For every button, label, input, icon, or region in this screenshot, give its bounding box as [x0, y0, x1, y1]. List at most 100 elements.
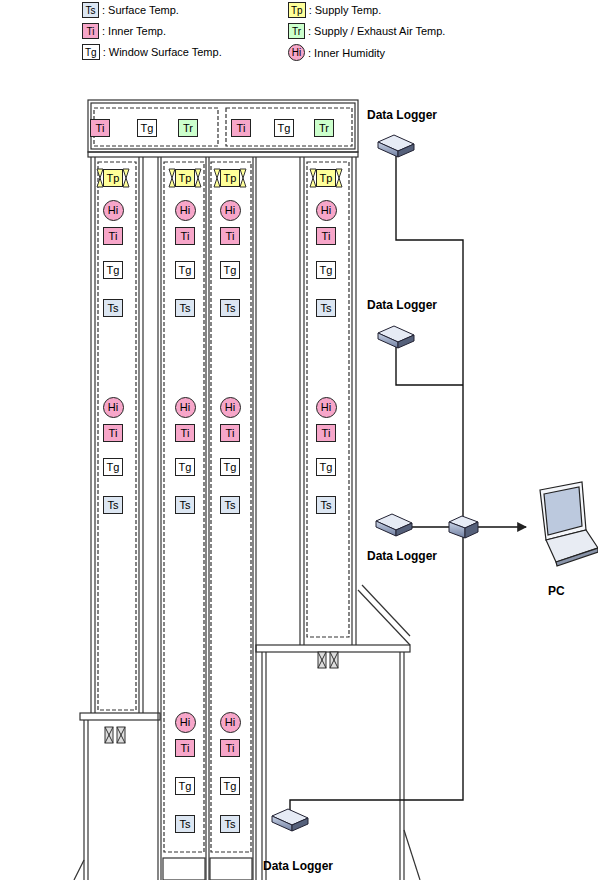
legend-text: : Supply Temp.: [309, 4, 382, 16]
surface-temp-tag: Ts: [220, 815, 240, 833]
surface-temp-tag: Ts: [316, 299, 336, 317]
device-label-box: PC: [548, 584, 565, 598]
symbol-label: Tg: [85, 47, 97, 58]
inner-temp-tag: Ti: [175, 424, 195, 442]
sensor-label: Ti: [237, 122, 246, 134]
surface-temp-tag: Ts: [175, 496, 195, 514]
legend-text: : Supply / Exhaust Air Temp.: [308, 25, 445, 37]
sensor-label: Tg: [320, 461, 333, 473]
window-temp-tag: Tg: [220, 458, 241, 476]
inner-temp-tag: Ti: [90, 119, 110, 137]
symbol-label: Hi: [292, 47, 301, 58]
device-label-box: Data Logger: [367, 549, 437, 563]
sensor-label: Tg: [320, 264, 333, 276]
sensor-label: Ti: [322, 230, 331, 242]
sensor-label: Tg: [179, 264, 192, 276]
window-temp-tag: Tg: [103, 458, 124, 476]
sensor-label: Ti: [322, 427, 331, 439]
legend-swatch: Ti: [82, 23, 99, 39]
sensor-label: Tg: [278, 122, 291, 134]
legend-item: Tp : Supply Temp.: [288, 2, 381, 18]
legend-text: : Inner Temp.: [102, 25, 166, 37]
surface-temp-tag: Ts: [103, 496, 123, 514]
legend-item: Hi: Inner Humidity: [288, 44, 385, 61]
device-label-box: Data Logger: [367, 298, 437, 312]
sensor-label: Ti: [181, 742, 190, 754]
sensor-label: Ti: [181, 230, 190, 242]
humidity-circle: Hi: [175, 397, 196, 418]
air-temp-tag: Tr: [178, 119, 198, 137]
window-temp-tag: Tg: [220, 777, 241, 795]
sensor-label: Hi: [180, 204, 190, 216]
sensor-label: Ti: [226, 230, 235, 242]
inner-temp-tag: Ti: [220, 424, 240, 442]
symbol-label: Tr: [292, 26, 301, 37]
sensor-label: Hi: [225, 716, 235, 728]
sensor-label: Tg: [224, 461, 237, 473]
device-label: PC: [548, 584, 565, 598]
surface-temp-tag: Ts: [220, 496, 240, 514]
legend-swatch: Tg: [82, 44, 100, 60]
symbol-label: Ti: [87, 26, 95, 37]
sensor-label: Tr: [319, 122, 329, 134]
legend-swatch: Hi: [288, 44, 305, 61]
sensor-label: Tg: [224, 264, 237, 276]
legend-item: Ts: Surface Temp.: [82, 2, 179, 18]
legend-text: : Window Surface Temp.: [103, 46, 222, 58]
sensor-label: Ts: [180, 302, 191, 314]
sensor-label: Hi: [108, 204, 118, 216]
damper: [105, 652, 338, 743]
surface-temp-tag: Ts: [175, 299, 195, 317]
sensor-label: Ti: [109, 427, 118, 439]
sensor-label: Tp: [179, 172, 192, 184]
inner-temp-tag: Ti: [316, 424, 336, 442]
sensor-label: Ts: [225, 499, 236, 511]
window-temp-tag: Tg: [175, 458, 196, 476]
device-label: Data Logger: [263, 859, 333, 873]
sensor-label: Ti: [226, 742, 235, 754]
hub-icon: [449, 516, 478, 538]
legend-swatch: Ts: [82, 2, 99, 18]
supply-temp-tag: Tp: [175, 169, 196, 187]
laptop-icon: [540, 482, 598, 566]
surface-temp-tag: Ts: [103, 299, 123, 317]
device-label: Data Logger: [367, 549, 437, 563]
sensor-label: Tp: [107, 172, 120, 184]
sensor-label: Ts: [180, 499, 191, 511]
symbol-label: Tp: [291, 5, 303, 16]
inner-temp-tag: Ti: [103, 227, 123, 245]
signal-wire: [290, 156, 526, 811]
sensor-label: Hi: [321, 204, 331, 216]
sensor-label: Tr: [183, 122, 193, 134]
sensor-label: Tg: [107, 264, 120, 276]
sensor-label: Tg: [107, 461, 120, 473]
inner-temp-tag: Ti: [175, 227, 195, 245]
inner-temp-tag: Ti: [316, 227, 336, 245]
sensor-label: Hi: [108, 401, 118, 413]
inner-temp-tag: Ti: [175, 739, 195, 757]
sensor-label: Tg: [179, 780, 192, 792]
legend-swatch: Tr: [288, 23, 305, 39]
window-temp-tag: Tg: [103, 261, 124, 279]
supply-temp-tag: Tp: [316, 169, 337, 187]
inner-temp-tag: Ti: [103, 424, 123, 442]
surface-temp-tag: Ts: [316, 496, 336, 514]
sensor-label: Tg: [141, 122, 154, 134]
sensor-label: Ts: [108, 302, 119, 314]
window-temp-tag: Tg: [220, 261, 241, 279]
sensor-label: Ti: [226, 427, 235, 439]
sensor-label: Ts: [180, 818, 191, 830]
device-label: Data Logger: [367, 108, 437, 122]
humidity-circle: Hi: [220, 712, 241, 733]
sensor-label: Hi: [180, 401, 190, 413]
humidity-circle: Hi: [316, 397, 337, 418]
supply-fan: [97, 169, 342, 187]
surface-temp-tag: Ts: [220, 299, 240, 317]
inner-temp-tag: Ti: [231, 119, 251, 137]
humidity-circle: Hi: [175, 200, 196, 221]
supply-temp-tag: Tp: [220, 169, 241, 187]
sensor-label: Tp: [224, 172, 237, 184]
legend-item: Tr : Supply / Exhaust Air Temp.: [288, 23, 445, 39]
sensor-label: Hi: [225, 401, 235, 413]
supply-temp-tag: Tp: [103, 169, 124, 187]
